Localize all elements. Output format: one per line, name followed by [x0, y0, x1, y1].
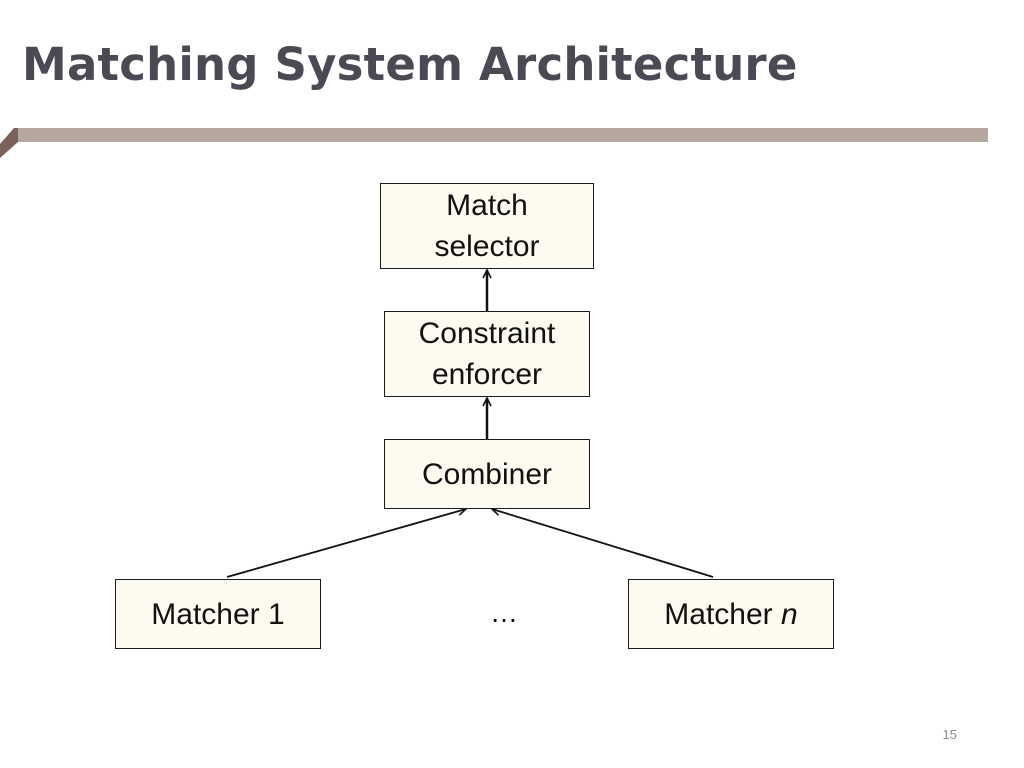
constraint-enforcer-label-line2: enforcer	[431, 358, 543, 391]
page-number: 15	[942, 727, 957, 742]
matcher-n-variable: n	[781, 597, 798, 631]
divider-corner-accent	[0, 128, 18, 158]
matcher-n-prefix: Matcher	[664, 597, 782, 631]
combiner-label: Combiner	[421, 457, 553, 491]
matcher-1-box: Matcher 1	[115, 579, 321, 649]
matcher-ellipsis: …	[490, 597, 518, 628]
matcher-1-label: Matcher 1	[151, 597, 285, 631]
matcher-n-label: Matcher n	[664, 594, 797, 635]
constraint-enforcer-label-line1: Constraint	[418, 317, 556, 350]
matcher-n-box: Matcher n	[628, 579, 834, 649]
match-selector-label-line2: selector	[434, 230, 540, 263]
match-selector-label-line1: Match	[446, 189, 528, 222]
combiner-box: Combiner	[384, 439, 590, 509]
arrow-matchern-to-combiner	[492, 509, 714, 578]
match-selector-box: Match selector	[380, 183, 594, 269]
constraint-enforcer-box: Constraint enforcer	[384, 311, 590, 397]
title-divider	[14, 128, 988, 142]
arrow-matcher1-to-combiner	[226, 509, 466, 578]
slide-title: Matching System Architecture	[22, 38, 798, 91]
